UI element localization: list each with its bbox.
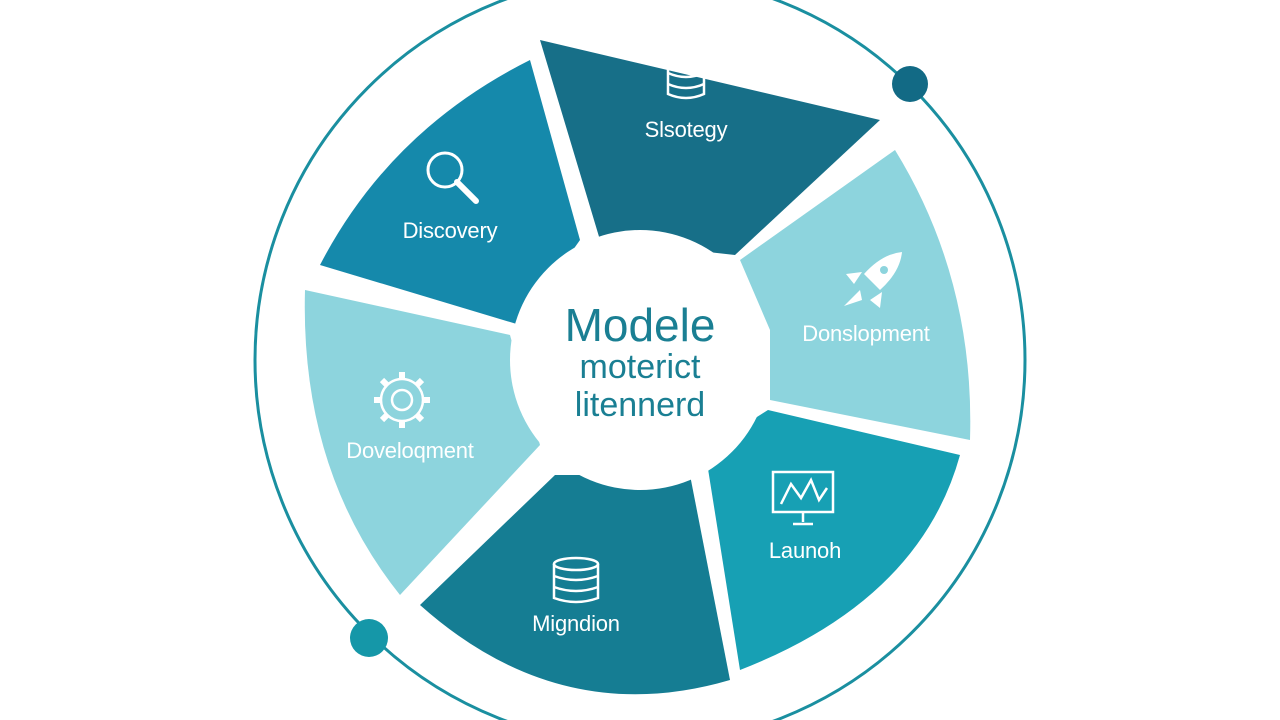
database-icon [666,54,706,100]
center-title-line-2: moterict [579,348,701,386]
monitor-chart-icon [771,470,835,526]
ring-dot-top-right [892,66,928,102]
database-icon [552,556,600,604]
segment-shape-doveloqment [304,290,540,595]
center-title-line-3: litennerd [574,386,706,424]
segment-shape-discovery [320,60,580,325]
segment-label-doveloqment: Doveloqment [346,438,474,463]
gear-icon [374,372,430,428]
ring-dot-bottom-left [350,619,388,657]
segment-label-launoh: Launoh [768,538,842,563]
rocket-icon [844,252,902,308]
segment-label-donslopment: Donslopment [802,321,930,346]
segment-label-slsotegy: Slsotegy [644,117,728,142]
segment-shape-slsotegy [540,40,880,255]
segment-shape-launoh [705,410,960,670]
magnifier-icon [426,151,479,204]
center-title-line-1: Modele [564,299,716,351]
segment-label-discovery: Discovery [402,218,498,243]
outer-ring [253,0,1027,720]
center-circle [510,230,770,490]
segment-shape-migndion [420,475,730,695]
segment-label-migndion: Migndion [532,611,620,636]
